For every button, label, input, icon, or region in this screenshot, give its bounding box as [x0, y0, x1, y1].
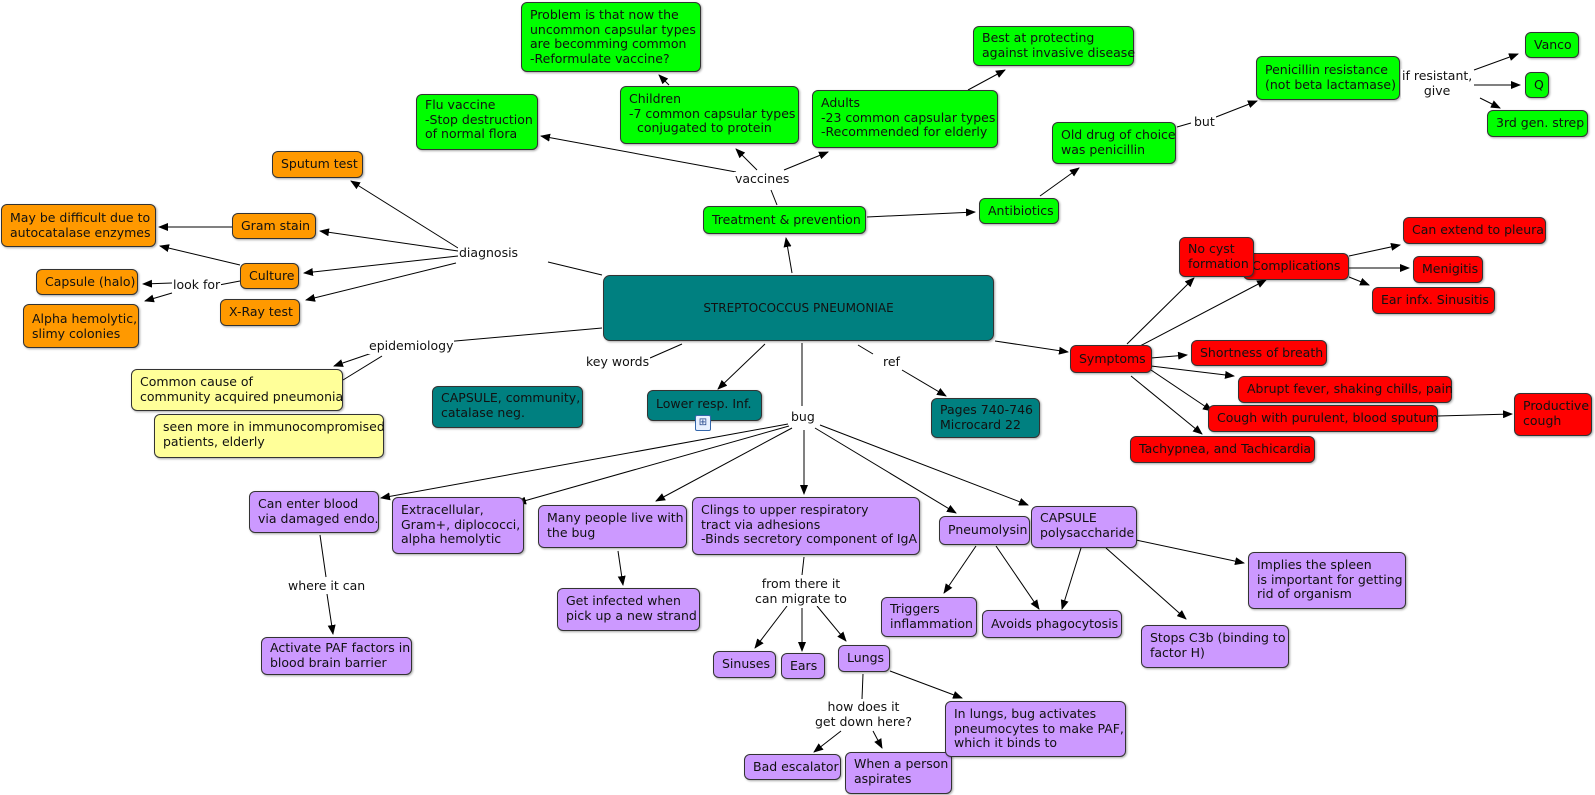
- node-sinuses[interactable]: Sinuses: [713, 651, 776, 678]
- node-productive-cough[interactable]: Productive cough: [1514, 393, 1592, 436]
- node-autocatalase[interactable]: May be difficult due to autocatalase enz…: [1, 204, 156, 247]
- link-label-look-for: look for: [172, 277, 222, 293]
- node-sputum-test[interactable]: Sputum test: [272, 151, 363, 178]
- node-streptococcus-pneumoniae[interactable]: STREPTOCOCCUS PNEUMONIAE: [603, 275, 994, 341]
- link-label-how-does-it: how does it get down here?: [814, 699, 914, 729]
- node-alpha-hemolytic[interactable]: Alpha hemolytic, slimy colonies: [23, 304, 139, 348]
- node-ears[interactable]: Ears: [781, 653, 825, 679]
- hierarchy-icon[interactable]: ⊞: [695, 415, 711, 431]
- node-q[interactable]: Q: [1525, 72, 1549, 98]
- node-treatment-prevention[interactable]: Treatment & prevention: [703, 206, 866, 234]
- node-best-at-protecting[interactable]: Best at protecting against invasive dise…: [973, 26, 1135, 66]
- node-menigitis[interactable]: Menigitis: [1413, 256, 1483, 283]
- node-gram-stain[interactable]: Gram stain: [232, 213, 316, 239]
- node-bad-escalator[interactable]: Bad escalator: [744, 754, 841, 780]
- node-ear-infx-sinusitis[interactable]: Ear infx. Sinusitis: [1372, 287, 1495, 314]
- node-key-words[interactable]: CAPSULE, community, catalase neg.: [432, 386, 583, 428]
- node-in-lungs[interactable]: In lungs, bug activates pneumocytes to m…: [945, 701, 1126, 757]
- link-label-epidemiology: epidemiology: [368, 338, 455, 354]
- link-label-where-it-can: where it can: [287, 578, 367, 594]
- node-implies-spleen[interactable]: Implies the spleen is important for gett…: [1248, 552, 1406, 609]
- node-symptoms[interactable]: Symptoms: [1070, 345, 1152, 373]
- link-label-bug: bug: [790, 409, 816, 425]
- link-label-diagnosis: diagnosis: [458, 245, 520, 261]
- node-culture[interactable]: Culture: [240, 263, 299, 289]
- link-label-ref: ref: [882, 354, 901, 370]
- node-avoids-phagocytosis[interactable]: Avoids phagocytosis: [982, 610, 1122, 638]
- node-children[interactable]: Children -7 common capsular types conjug…: [620, 86, 799, 144]
- node-x-ray-test[interactable]: X-Ray test: [220, 299, 300, 326]
- node-lower-resp-inf[interactable]: Lower resp. Inf.: [647, 390, 762, 421]
- node-when-aspirates[interactable]: When a person aspirates: [845, 752, 952, 794]
- node-pneumolysin[interactable]: Pneumolysin: [939, 516, 1030, 545]
- node-cough-purulent[interactable]: Cough with purulent, blood sputum: [1208, 405, 1438, 432]
- node-triggers-inflammation[interactable]: Triggers inflammation: [881, 597, 977, 637]
- node-abrupt-fever[interactable]: Abrupt fever, shaking chills, pain: [1238, 376, 1453, 403]
- node-complications[interactable]: Complications: [1243, 253, 1349, 280]
- node-pages-microcard[interactable]: Pages 740-746 Microcard 22: [931, 398, 1040, 438]
- node-penicillin-resistance[interactable]: Penicillin resistance (not beta lactamas…: [1256, 56, 1400, 100]
- node-flu-vaccine[interactable]: Flu vaccine -Stop destruction of normal …: [416, 94, 538, 150]
- node-extracellular[interactable]: Extracellular, Gram+, diplococci, alpha …: [392, 497, 524, 554]
- node-antibiotics[interactable]: Antibiotics: [979, 198, 1059, 224]
- link-label-if-resistant: if resistant, give: [1401, 68, 1474, 98]
- node-can-enter-blood[interactable]: Can enter blood via damaged endo.: [249, 491, 379, 533]
- node-clings[interactable]: Clings to upper respiratory tract via ad…: [692, 497, 920, 555]
- link-label-from-there: from there it can migrate to: [754, 576, 848, 606]
- node-common-cause[interactable]: Common cause of community acquired pneum…: [131, 369, 343, 411]
- node-shortness-of-breath[interactable]: Shortness of breath: [1191, 340, 1327, 366]
- node-can-extend-to-pleura[interactable]: Can extend to pleura: [1403, 217, 1546, 244]
- node-capsule-halo[interactable]: Capsule (halo): [36, 269, 138, 295]
- link-label-key-words: key words: [585, 354, 651, 370]
- node-adults[interactable]: Adults -23 common capsular types -Recomm…: [812, 90, 998, 148]
- link-label-vaccines: vaccines: [734, 171, 791, 187]
- node-problem[interactable]: Problem is that now the uncommon capsula…: [521, 2, 701, 72]
- node-no-cyst-formation[interactable]: No cyst formation: [1179, 237, 1254, 277]
- node-capsule-polysaccharide[interactable]: CAPSULE polysaccharide: [1031, 506, 1137, 548]
- node-get-infected[interactable]: Get infected when pick up a new strand: [557, 588, 700, 631]
- link-label-but: but: [1193, 114, 1216, 130]
- node-immunocompromised[interactable]: seen more in immunocompromised patients,…: [154, 414, 385, 458]
- node-tachypnea[interactable]: Tachypnea, and Tachicardia: [1130, 436, 1315, 463]
- node-many-people[interactable]: Many people live with the bug: [538, 505, 687, 548]
- node-3rd-gen-strep[interactable]: 3rd gen. strep: [1487, 110, 1588, 137]
- node-lungs[interactable]: Lungs: [838, 645, 890, 672]
- node-stops-c3b[interactable]: Stops C3b (binding to factor H): [1141, 625, 1289, 668]
- node-vanco[interactable]: Vanco: [1525, 32, 1579, 58]
- node-old-drug[interactable]: Old drug of choice was penicillin: [1052, 122, 1176, 164]
- node-activate-paf[interactable]: Activate PAF factors in blood brain barr…: [261, 637, 412, 675]
